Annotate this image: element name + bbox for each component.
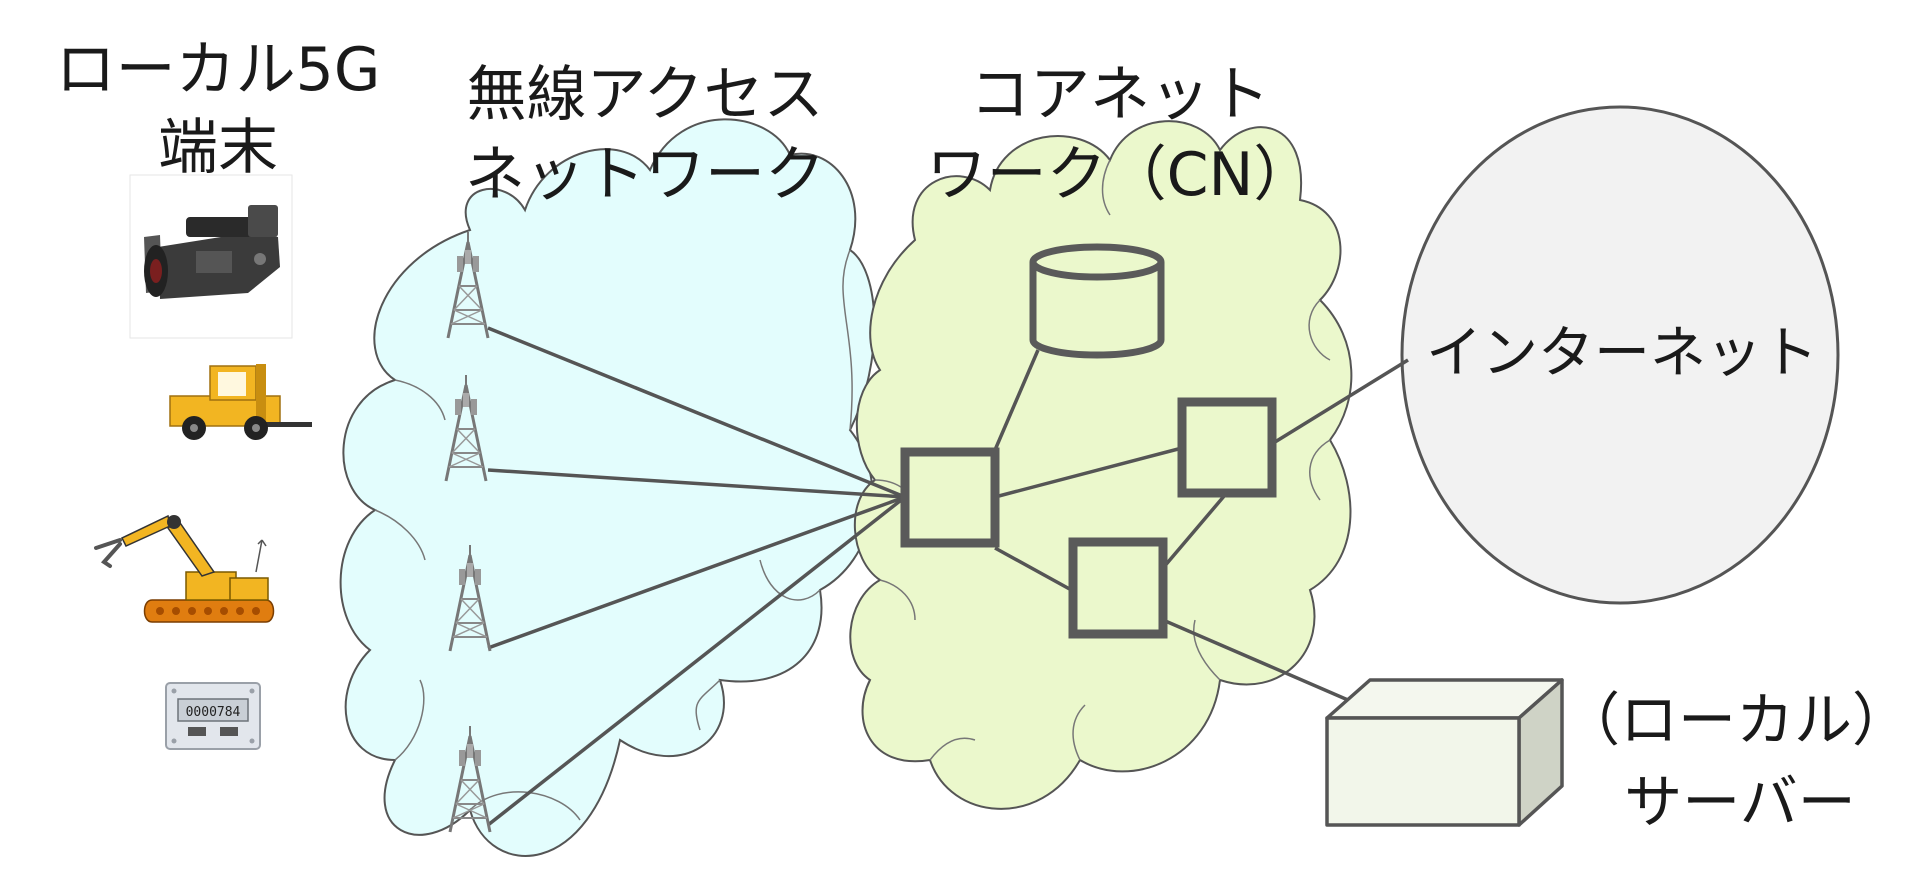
link-hub-switch <box>994 546 1076 594</box>
database-icon <box>1029 243 1165 359</box>
ran-cloud <box>339 118 876 857</box>
video-camera-icon <box>129 174 293 339</box>
smart-meter-icon: 0000784 <box>165 682 261 750</box>
meter-display-text: 0000784 <box>186 705 241 720</box>
link-tower4-hub <box>486 495 907 827</box>
link-switch-server <box>1162 618 1349 702</box>
link-tower2-hub <box>487 468 906 499</box>
cn-cloud-shape <box>849 120 1353 810</box>
link-switch-router <box>1161 493 1227 570</box>
link-tower3-hub <box>487 495 906 650</box>
hub-node <box>900 447 1000 548</box>
ran-title-line1: 無線アクセス <box>467 60 824 130</box>
link-tower1-hub <box>487 326 906 499</box>
terminal-title-line2: 端末 <box>158 113 278 183</box>
ran-title-line2: ネットワーク <box>465 140 825 210</box>
internet-ellipse <box>1400 105 1840 605</box>
robot-arm-icon <box>94 514 275 623</box>
forklift-icon <box>152 362 314 442</box>
server-label-line1: （ローカル） <box>1562 686 1910 754</box>
connections <box>486 326 1409 827</box>
cn-title-line1: コアネット <box>970 60 1270 130</box>
cn-title-line2: ワーク（CN） <box>927 140 1314 210</box>
switch-node <box>1068 537 1168 639</box>
router-node <box>1177 397 1277 498</box>
internet-node: インターネット <box>1400 105 1840 605</box>
server-label-line2: サーバー <box>1624 768 1855 836</box>
ran-cloud-shape <box>339 118 876 857</box>
terminal-title-line1: ローカル5G <box>56 35 381 105</box>
cn-nodes <box>900 397 1277 639</box>
cn-cloud <box>849 120 1353 810</box>
internet-label: インターネット <box>1426 321 1818 386</box>
link-hub-router <box>994 446 1183 499</box>
server-box-icon <box>1325 678 1564 827</box>
link-router-internet <box>1274 358 1409 444</box>
link-hub-db <box>993 349 1040 451</box>
